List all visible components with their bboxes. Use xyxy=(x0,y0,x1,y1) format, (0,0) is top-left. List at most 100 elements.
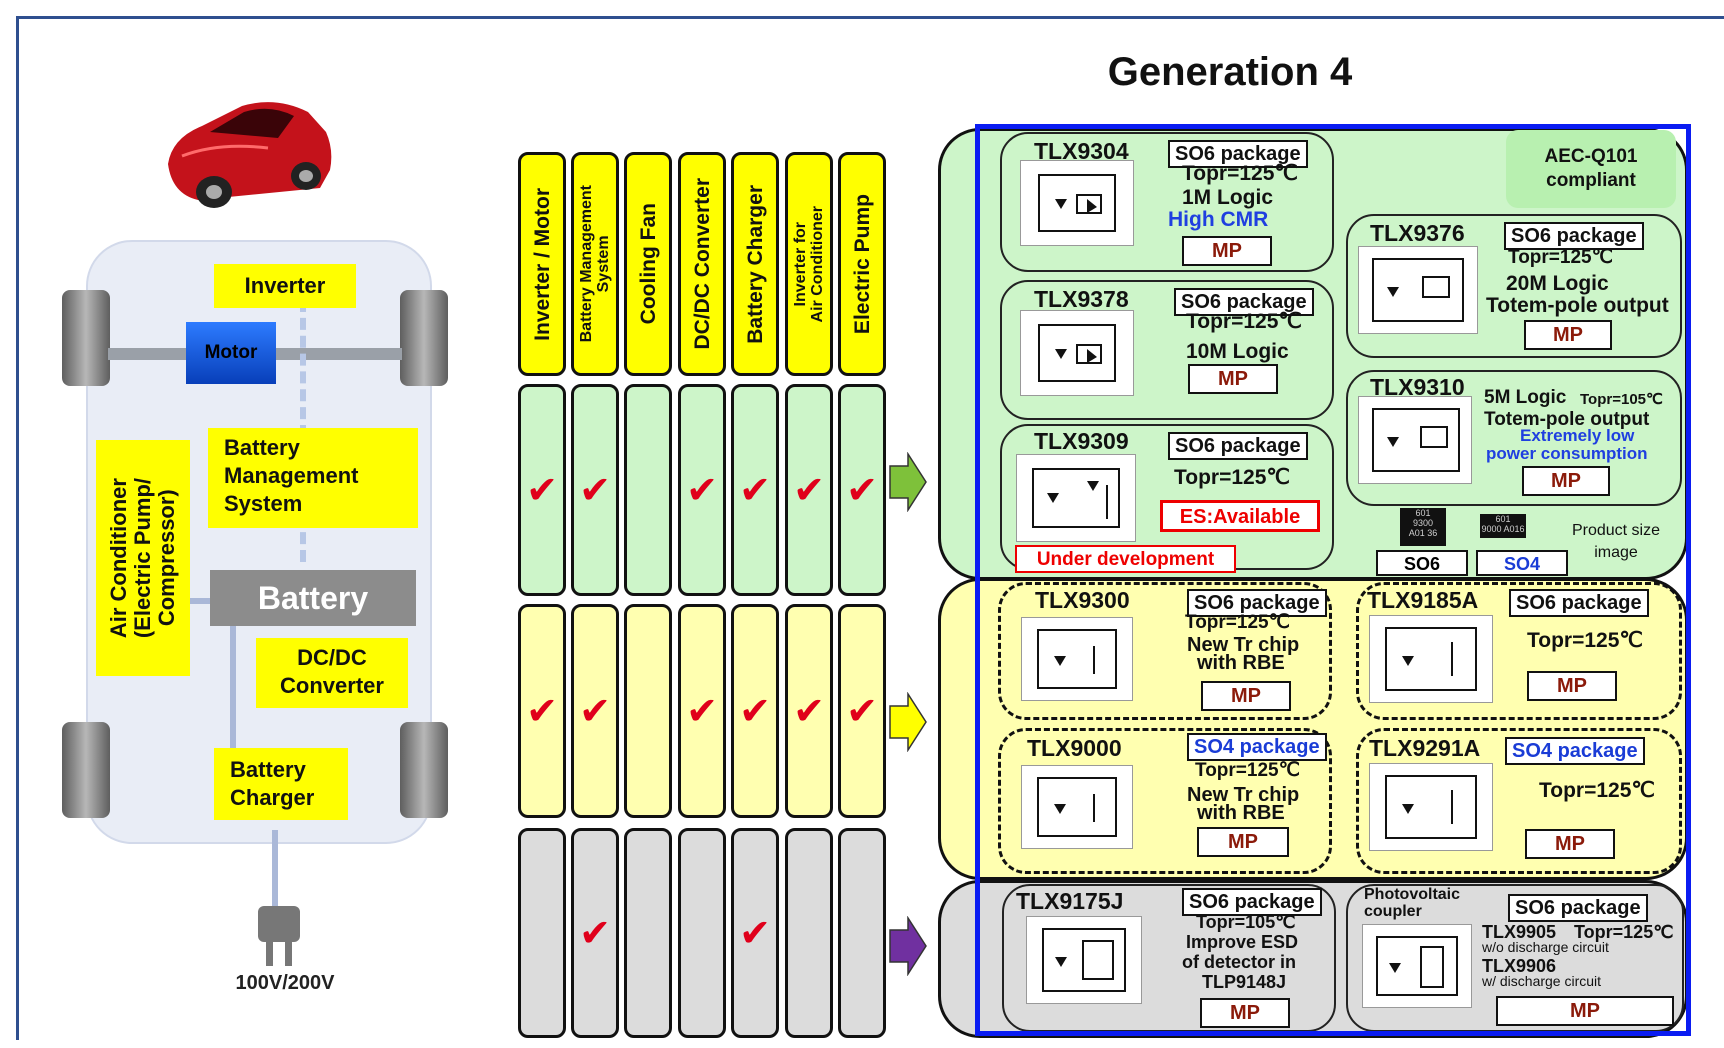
app-header-bms: Battery Management System xyxy=(571,152,619,376)
schematic-icon xyxy=(1369,615,1493,703)
product-tlx9378: TLX9378 SO6 package Topr=125℃ 10M Logic … xyxy=(1000,280,1334,420)
checkmark-icon: ✔ xyxy=(526,689,558,733)
package-badge: SO6 package xyxy=(1168,432,1308,460)
status-mp: MP xyxy=(1182,236,1272,266)
package-badge: SO6 package xyxy=(1509,589,1649,617)
matrix-cell xyxy=(624,604,672,818)
product-name: TLX9309 xyxy=(1034,428,1129,454)
tire-front-right xyxy=(400,290,448,386)
es-available-badge: ES:Available xyxy=(1160,500,1320,532)
matrix-cell: ✔ xyxy=(571,828,619,1038)
matrix-cell: ✔ xyxy=(838,604,886,818)
checkmark-icon: ✔ xyxy=(686,468,718,512)
app-header-ac-inverter: Inverter for Air Conditioner xyxy=(785,152,833,376)
schematic-icon xyxy=(1020,160,1134,246)
page-title: Generation 4 xyxy=(1107,50,1353,94)
checkmark-icon: ✔ xyxy=(526,468,558,512)
matrix-cell: ✔ xyxy=(731,604,779,818)
package-badge: SO6 package xyxy=(1182,888,1322,916)
product-tlx9000: TLX9000 SO4 package Topr=125℃ New Tr chi… xyxy=(998,728,1332,874)
matrix-cell xyxy=(624,384,672,596)
arrow-purple-shape xyxy=(889,916,927,976)
app-header-charger: Battery Charger xyxy=(731,152,779,376)
matrix-cell: ✔ xyxy=(731,828,779,1038)
checkmark-icon: ✔ xyxy=(579,911,611,955)
checkmark-icon: ✔ xyxy=(793,468,825,512)
power-plug-icon xyxy=(258,906,300,966)
ac-wire xyxy=(190,598,212,604)
product-name: TLX9304 xyxy=(1034,138,1129,164)
arrow-green-shape xyxy=(889,452,927,512)
product-name: TLX9300 xyxy=(1035,587,1130,613)
motor-label: Motor xyxy=(186,322,276,384)
generation4-highlight-box xyxy=(975,124,1691,1036)
matrix-cell: ✔ xyxy=(518,384,566,596)
product-tlx9175j: TLX9175J SO6 package Topr=105℃ Improve E… xyxy=(1002,884,1336,1032)
status-mp: MP xyxy=(1522,466,1610,496)
so6-size-label: SO6 xyxy=(1376,550,1468,576)
checkmark-icon: ✔ xyxy=(686,689,718,733)
arrow-purple-icon xyxy=(889,916,927,976)
matrix-cell: ✔ xyxy=(678,604,726,818)
schematic-icon xyxy=(1021,617,1133,701)
schematic-icon xyxy=(1358,246,1478,334)
product-name: TLX9310 xyxy=(1370,374,1465,400)
app-header-electric-pump: Electric Pump xyxy=(838,152,886,376)
air-conditioner-label: Air Conditioner(Electric Pump/Compressor… xyxy=(96,440,190,676)
slide-frame xyxy=(16,16,1724,1040)
so4-size-label: SO4 xyxy=(1476,550,1568,576)
app-header-cooling-fan: Cooling Fan xyxy=(624,152,672,376)
checkmark-icon: ✔ xyxy=(739,468,771,512)
product-tlx9304: TLX9304 SO6 package Topr=125℃ 1M Logic H… xyxy=(1000,132,1334,272)
package-badge: SO4 package xyxy=(1187,733,1327,761)
status-mp: MP xyxy=(1200,998,1290,1028)
charger-wire xyxy=(230,626,236,750)
product-name: TLX9376 xyxy=(1370,220,1465,246)
voltage-label: 100V/200V xyxy=(235,972,335,994)
package-badge: SO6 package xyxy=(1168,140,1308,168)
matrix-cell xyxy=(518,828,566,1038)
product-name: TLX9000 xyxy=(1027,735,1122,761)
product-name: TLX9378 xyxy=(1034,286,1129,312)
under-development-badge: Under development xyxy=(1015,545,1236,573)
matrix-cell: ✔ xyxy=(785,604,833,818)
status-mp: MP xyxy=(1201,681,1291,711)
matrix-cell xyxy=(624,828,672,1038)
matrix-cell: ✔ xyxy=(838,384,886,596)
inverter-label: Inverter xyxy=(214,264,356,308)
product-tlx9310: TLX9310 5M Logic Topr=105℃ Totem-pole ou… xyxy=(1346,370,1682,506)
checkmark-icon: ✔ xyxy=(846,689,878,733)
plug-wire xyxy=(272,830,278,914)
matrix-cell: ✔ xyxy=(571,604,619,818)
car-image xyxy=(168,102,332,208)
product-name: TLX9291A xyxy=(1369,735,1481,761)
status-mp: MP xyxy=(1527,671,1617,701)
schematic-icon xyxy=(1021,765,1133,849)
product-tlx9291a: TLX9291A SO4 package Topr=125℃ MP xyxy=(1356,728,1682,874)
schematic-icon xyxy=(1369,763,1493,851)
matrix-cell: ✔ xyxy=(678,384,726,596)
status-mp: MP xyxy=(1188,364,1278,394)
matrix-cell xyxy=(785,828,833,1038)
product-name: TLX9175J xyxy=(1016,888,1124,914)
arrow-yellow-shape xyxy=(889,692,927,752)
checkmark-icon: ✔ xyxy=(793,689,825,733)
package-badge: SO4 package xyxy=(1505,737,1645,765)
arrow-green-icon xyxy=(889,452,927,512)
status-mp: MP xyxy=(1496,996,1674,1026)
matrix-cell: ✔ xyxy=(518,604,566,818)
app-header-dcdc: DC/DC Converter xyxy=(678,152,726,376)
package-badge: SO6 package xyxy=(1174,288,1314,316)
matrix-cell: ✔ xyxy=(571,384,619,596)
checkmark-icon: ✔ xyxy=(846,468,878,512)
matrix-cell xyxy=(838,828,886,1038)
checkmark-icon: ✔ xyxy=(579,468,611,512)
product-name: TLX9185A xyxy=(1367,587,1479,613)
